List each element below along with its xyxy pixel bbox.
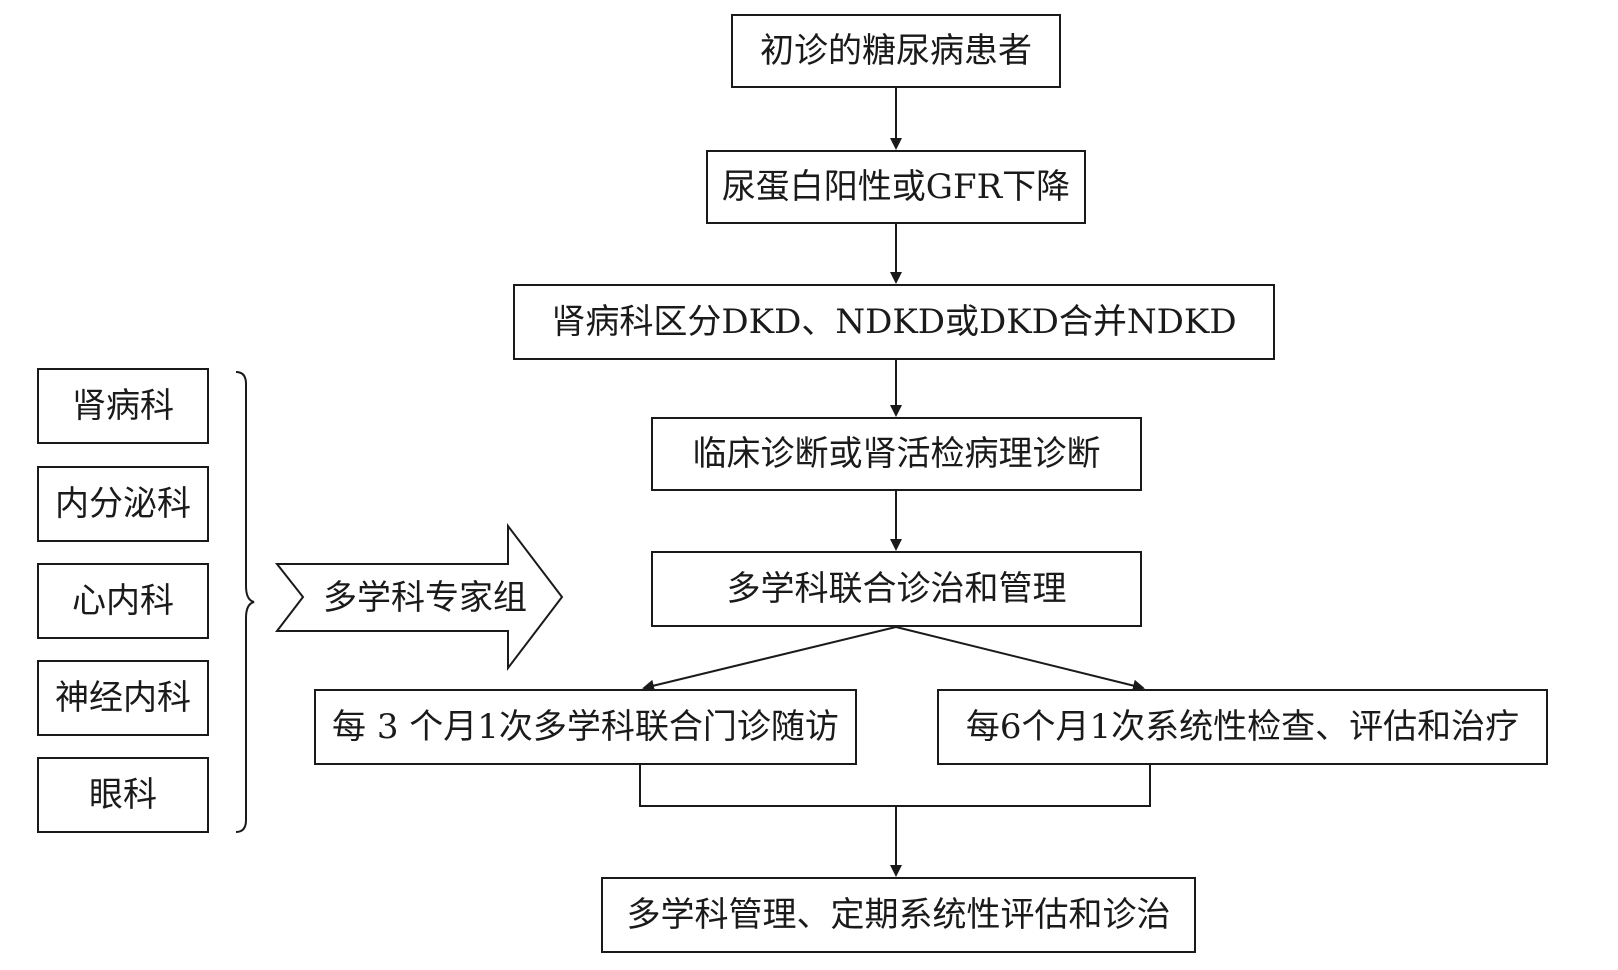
team-block-arrow	[274, 523, 564, 671]
three-month-followup-box: 每 3 个月1次多学科联合门诊随访	[314, 689, 857, 765]
initial-diagnosis-box: 初诊的糖尿病患者	[731, 14, 1061, 88]
department-cardiology-box: 心内科	[37, 563, 209, 639]
six-month-evaluation-label: 每6个月1次系统性检查、评估和治疗	[965, 707, 1520, 747]
department-brace	[235, 371, 255, 833]
nephrology-differentiation-label: 肾病科区分DKD、NDKD或DKD合并NDKD	[551, 302, 1237, 342]
three-month-followup-label: 每 3 个月1次多学科联合门诊随访	[332, 707, 839, 747]
clinical-pathology-diagnosis-label: 临床诊断或肾活检病理诊断	[692, 434, 1101, 474]
department-neurology-box: 神经内科	[37, 660, 209, 736]
department-nephrology-box: 肾病科	[37, 368, 209, 444]
connector-step5-step6a	[642, 626, 897, 692]
mdt-management-label: 多学科联合诊治和管理	[726, 569, 1067, 609]
department-label: 眼科	[89, 775, 157, 815]
initial-diagnosis-label: 初诊的糖尿病患者	[760, 31, 1032, 71]
department-label: 心内科	[72, 581, 174, 621]
department-label: 神经内科	[55, 678, 191, 718]
periodic-evaluation-label: 多学科管理、定期系统性评估和诊治	[626, 895, 1171, 935]
proteinuria-gfr-box: 尿蛋白阳性或GFR下降	[706, 150, 1086, 224]
department-ophthalmology-box: 眼科	[37, 757, 209, 833]
periodic-evaluation-box: 多学科管理、定期系统性评估和诊治	[601, 877, 1196, 953]
nephrology-differentiation-box: 肾病科区分DKD、NDKD或DKD合并NDKD	[513, 284, 1275, 360]
expert-team-label: 多学科专家组	[323, 578, 527, 618]
mdt-management-box: 多学科联合诊治和管理	[651, 551, 1142, 627]
connector-step5-step6b	[895, 626, 1145, 692]
proteinuria-gfr-label: 尿蛋白阳性或GFR下降	[721, 167, 1071, 207]
connector-merge	[639, 765, 1151, 807]
department-label: 肾病科	[72, 386, 174, 426]
six-month-evaluation-box: 每6个月1次系统性检查、评估和治疗	[937, 689, 1548, 765]
department-label: 内分泌科	[55, 484, 191, 524]
clinical-pathology-diagnosis-box: 临床诊断或肾活检病理诊断	[651, 417, 1142, 491]
department-endocrinology-box: 内分泌科	[37, 466, 209, 542]
